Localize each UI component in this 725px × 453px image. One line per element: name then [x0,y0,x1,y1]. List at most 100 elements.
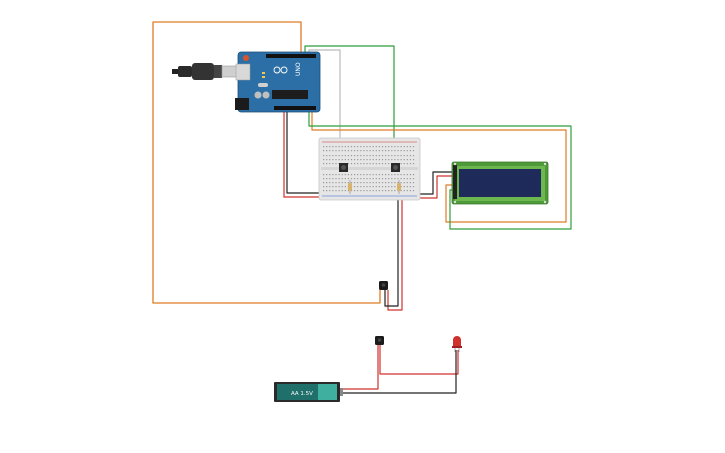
breadboard-hole [332,159,334,161]
breadboard-hole [412,190,415,192]
black-wire-led-battery[interactable] [340,350,457,394]
green-wire-arduino-breadboard[interactable] [304,45,395,150]
breadboard-hole [375,174,377,176]
breadboard-hole [409,182,411,184]
black-wire-breadboard-lcd[interactable] [420,171,452,195]
breadboard-hole [338,150,340,152]
breadboard-hole [357,178,359,180]
breadboard-hole [344,186,346,188]
ir-receiver-sensor-bottom[interactable] [375,336,384,345]
breadboard-hole [381,159,384,161]
breadboard-hole [363,174,365,176]
breadboard-hole [326,182,328,184]
breadboard-hole [335,190,337,192]
lcd-16x2-display[interactable] [451,161,549,205]
breadboard-hole [397,178,399,180]
breadboard-hole [341,155,343,157]
breadboard-hole [335,155,337,157]
breadboard-hole [338,174,340,176]
breadboard-hole [381,174,384,176]
breadboard-hole [394,146,396,148]
reset-button[interactable] [243,55,249,61]
breadboard-hole [329,190,331,192]
breadboard-hole [406,182,408,184]
breadboard-hole [375,190,377,192]
mount-hole [453,162,457,166]
breadboard-hole [332,150,334,152]
breadboard-hole [388,155,390,157]
ir-receiver-sensor-top[interactable] [379,281,388,290]
breadboard-hole [350,163,353,165]
arduino-uno-board[interactable]: UNO [235,51,321,113]
breadboard-hole [363,146,365,148]
breadboard-hole [341,159,343,161]
breadboard-hole [406,190,408,192]
breadboard-hole [412,174,415,176]
breadboard-hole [403,159,405,161]
breadboard-hole [394,174,396,176]
breadboard-hole [397,146,399,148]
breadboard-hole [344,146,346,148]
breadboard-hole [394,159,396,161]
breadboard-hole [354,150,356,152]
breadboard-hole [385,186,387,188]
breadboard-hole [372,182,374,184]
breadboard-hole [400,163,402,165]
power-jack [235,98,249,110]
breadboard-hole [335,163,337,165]
red-wire-breadboard-lcd[interactable] [420,175,452,199]
breadboard-hole [329,178,331,180]
breadboard-hole [360,163,362,165]
orange-wire-left-loop[interactable] [152,21,381,304]
breadboard-hole [391,174,393,176]
breadboard-hole [409,178,411,180]
breadboard-hole [394,155,396,157]
red-wire-sensor-led[interactable] [379,345,459,375]
breadboard-hole [375,163,377,165]
battery-terminal [340,388,343,396]
breadboard-hole [357,146,359,148]
breadboard-hole [375,150,377,152]
breadboard-hole [341,174,343,176]
breadboard-hole [381,178,384,180]
breadboard-hole [347,182,349,184]
black-wire-breadboard-sensor[interactable] [384,198,399,307]
breadboard-hole [354,174,356,176]
breadboard[interactable] [318,137,421,201]
breadboard-hole [350,174,353,176]
breadboard-hole [381,155,384,157]
breadboard-hole [354,182,356,184]
breadboard-hole [332,155,334,157]
breadboard-hole [326,178,328,180]
breadboard-hole [400,174,402,176]
green-wire-arduino-lcd[interactable] [308,112,572,230]
push-button-left[interactable] [339,163,348,172]
breadboard-hole [360,178,362,180]
push-button-right[interactable] [391,163,400,172]
orange-wire-arduino-lcd[interactable] [311,112,567,223]
breadboard-hole [412,178,415,180]
red-led[interactable] [452,336,462,352]
breadboard-hole [350,159,353,161]
black-wire-arduino-gnd[interactable] [286,112,320,194]
breadboard-hole [354,178,356,180]
breadboard-hole [347,150,349,152]
breadboard-hole [403,174,405,176]
breadboard-hole [394,178,396,180]
red-wire-breadboard-sensor[interactable] [387,198,403,311]
red-wire-arduino-5v[interactable] [283,112,320,198]
breadboard-hole [329,146,331,148]
breadboard-hole [347,174,349,176]
breadboard-hole [326,155,328,157]
breadboard-hole [372,155,374,157]
red-wire-battery-sensor[interactable] [340,345,379,390]
breadboard-hole [372,190,374,192]
breadboard-hole [369,155,371,157]
breadboard-hole [335,174,337,176]
breadboard-hole [366,174,368,176]
breadboard-hole [335,178,337,180]
breadboard-hole [366,190,368,192]
aa-battery[interactable]: AA 1.5V [274,382,343,402]
breadboard-hole [369,163,371,165]
breadboard-hole [397,174,399,176]
